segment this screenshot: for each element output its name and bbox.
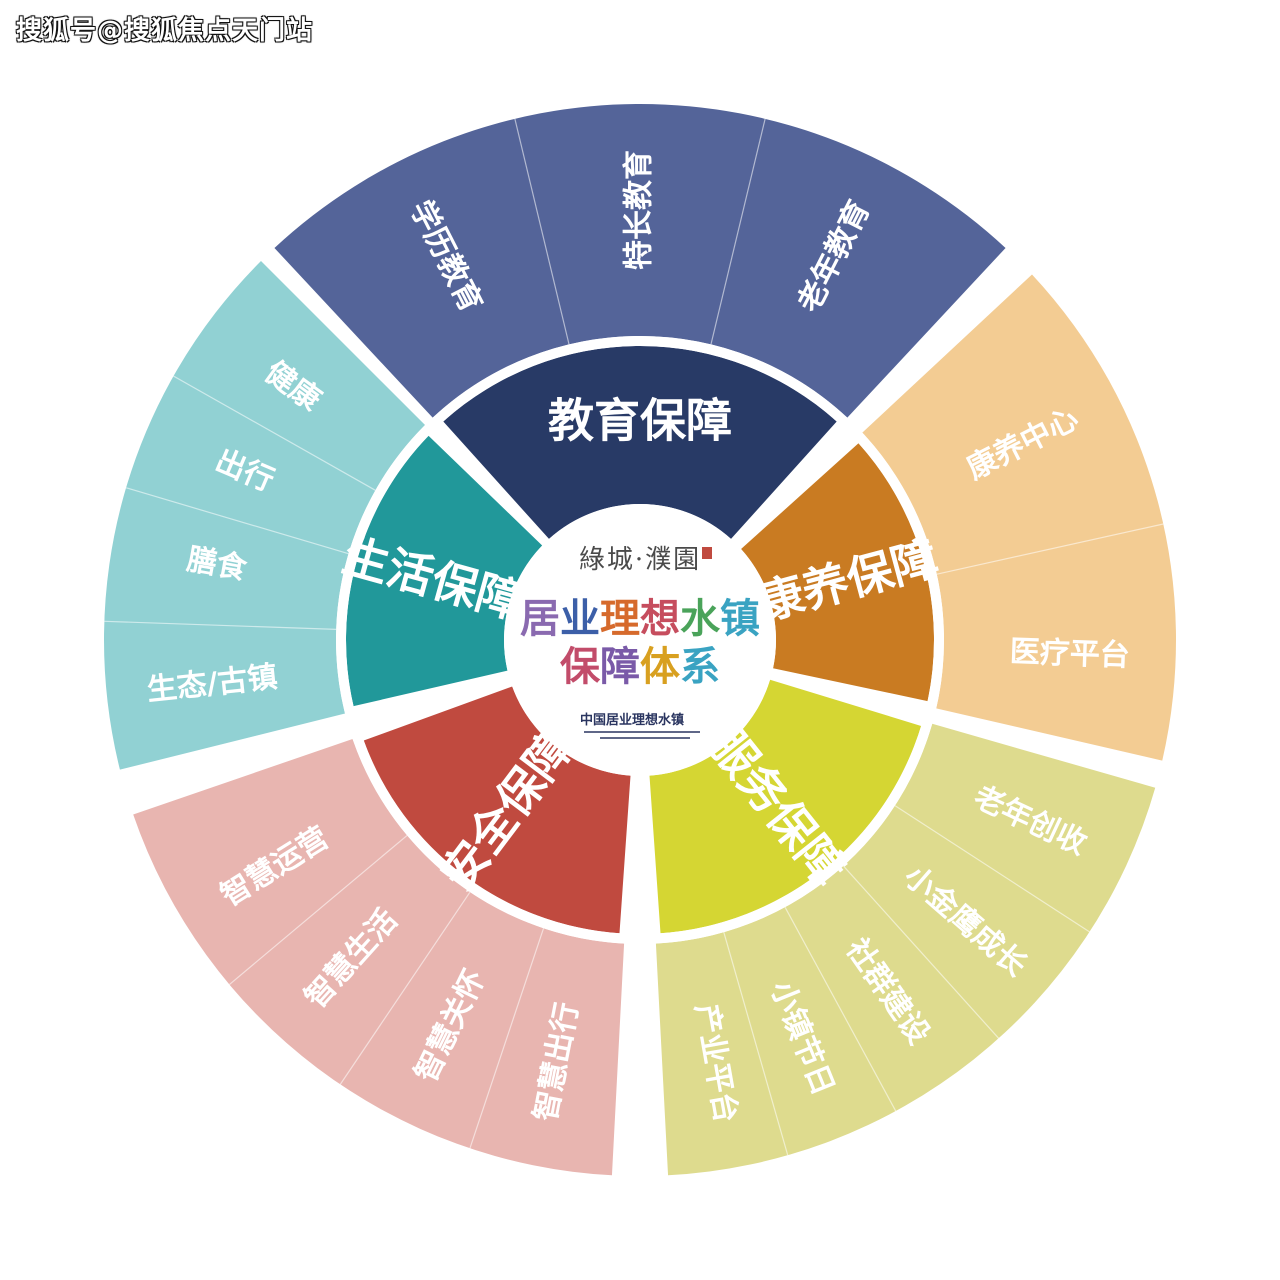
outer-segment-health (862, 274, 1176, 761)
title-char: 系 (680, 644, 720, 690)
item-divider (229, 834, 408, 985)
outer-segment-life (104, 260, 426, 770)
item-divider (723, 932, 789, 1156)
title-char: 理 (600, 596, 640, 642)
title-char: 镇 (720, 596, 760, 642)
title-char: 想 (640, 596, 680, 642)
inner-segment-life (346, 435, 543, 707)
center-title-line2: 保障体系 (560, 644, 720, 690)
item-divider (936, 523, 1164, 575)
inner-segment-safety (363, 686, 631, 934)
brand-name: 綠城·濮園 (579, 545, 701, 575)
town-logo-icon (584, 731, 700, 739)
ring-separator (336, 336, 944, 944)
title-char: 保 (560, 644, 601, 690)
title-char: 障 (600, 644, 640, 690)
item-divider (469, 928, 545, 1149)
item-divider (339, 891, 471, 1085)
title-char: 业 (560, 596, 600, 642)
item-divider (104, 620, 337, 630)
outer-ring: 学历教育特长教育老年教育康养中心医疗平台老年创收小金鹰成长社群建设小镇节日产业平… (104, 104, 1176, 1176)
item-divider (514, 118, 570, 345)
item-divider (125, 487, 349, 555)
outer-item-education-1: 特长教育 (622, 150, 657, 270)
outer-segment-education (274, 104, 1006, 418)
item-divider (710, 118, 766, 345)
title-char: 居 (520, 596, 560, 642)
brand-seal-icon (702, 547, 712, 559)
center-circle: 綠城·濮園 居业理想水镇 保障体系 中国居业理想水镇 (504, 504, 776, 776)
inner-label-education: 教育保障 (548, 394, 732, 448)
title-char: 水 (680, 596, 721, 642)
item-divider (173, 375, 376, 491)
inner-segment-health (741, 443, 934, 702)
item-divider (842, 865, 1000, 1039)
outer-segment-safety (133, 738, 625, 1176)
inner-segment-education (443, 345, 837, 539)
item-divider (784, 906, 897, 1112)
watermark: 搜狐号@搜狐焦点天门站 (16, 16, 314, 46)
town-logo-text: 中国居业理想水镇 (580, 712, 684, 728)
outer-segment-service (655, 723, 1156, 1176)
outer-item-health-1: 医疗平台 (1009, 634, 1130, 673)
center-title-line1: 居业理想水镇 (520, 596, 760, 642)
item-divider (894, 805, 1090, 933)
title-char: 体 (640, 644, 680, 690)
inner-segment-service (649, 679, 922, 934)
